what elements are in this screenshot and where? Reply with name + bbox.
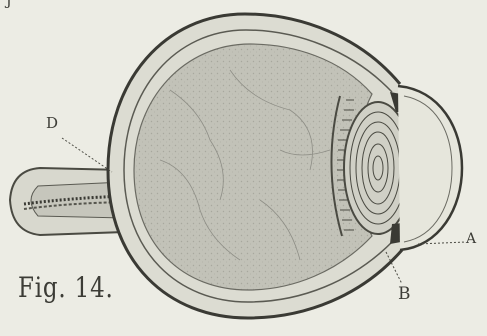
vitreous-body [134,44,372,290]
corner-letter-fragment: J [6,0,12,8]
label-d: D [46,116,58,131]
leader-line-d [62,138,112,172]
figure-caption: Fig. 14. [18,274,114,302]
label-a: A [466,232,476,246]
label-b: B [398,286,411,303]
